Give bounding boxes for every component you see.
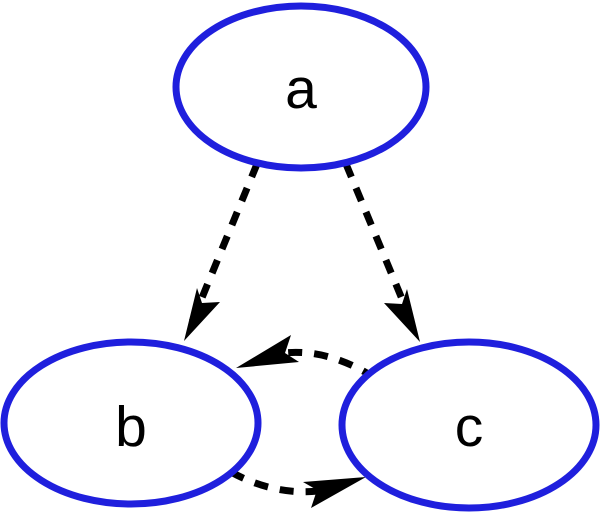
node-a[interactable]: a (172, 2, 430, 172)
node-b-ellipse (0, 338, 262, 508)
edge-c-to-b-line (282, 348, 377, 381)
node-a-label: a (285, 57, 317, 121)
edge-c-to-b-arrowhead (236, 335, 299, 368)
edge-b-to-c-line (229, 468, 319, 496)
edge-b-to-c-arrowhead (303, 477, 366, 508)
node-c-label: c (455, 395, 484, 459)
edge-a-to-c[interactable] (342, 162, 420, 342)
edge-a-to-b[interactable] (184, 162, 261, 341)
edge-a-to-c-arrowhead (384, 289, 420, 342)
edge-a-to-b-arrowhead (184, 288, 220, 341)
edge-b-to-c[interactable] (229, 468, 366, 508)
edge-c-to-b[interactable] (236, 335, 377, 381)
edge-a-to-b-line (188, 162, 261, 324)
node-a-ellipse (172, 2, 430, 172)
node-c-ellipse (338, 338, 600, 512)
edges-layer (184, 162, 420, 508)
node-b[interactable]: b (0, 338, 262, 508)
node-b-label: b (115, 395, 147, 459)
node-c[interactable]: c (338, 338, 600, 512)
edge-a-to-c-line (342, 162, 416, 325)
